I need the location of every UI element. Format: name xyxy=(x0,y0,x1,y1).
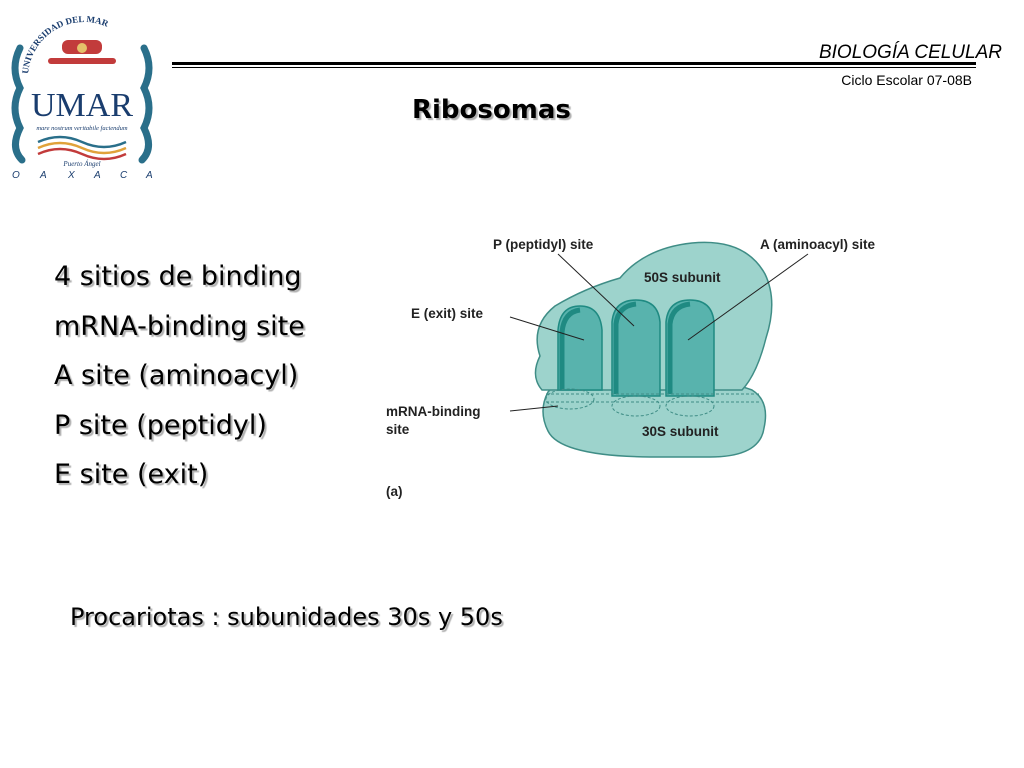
bullet-item: A site (aminoacyl) xyxy=(54,360,299,391)
label-mrna-site: site xyxy=(386,422,410,437)
ribosome-diagram: P (peptidyl) site A (aminoacyl) site 50S… xyxy=(380,226,940,516)
seal-letter: X xyxy=(67,170,75,180)
seal-letter: A xyxy=(93,170,101,180)
bullet-item: 4 sitios de binding xyxy=(54,261,302,292)
seal-place: Puerto Ángel xyxy=(62,160,100,168)
bullet-item: P site (peptidyl) xyxy=(54,409,267,441)
bullet-list: 4 sitios de binding mRNA-binding site A … xyxy=(54,252,305,500)
bullet-item: E site (exit) xyxy=(54,459,209,490)
label-mrna-binding: mRNA-binding xyxy=(386,404,480,419)
e-site-shape xyxy=(557,305,603,391)
seal-letter: O xyxy=(12,170,20,180)
university-logo: UNIVERSIDAD DEL MAR UMAR mare nostrum ve… xyxy=(4,8,160,181)
course-title: BIOLOGÍA CELULAR xyxy=(818,42,1002,63)
seal-letter: A xyxy=(145,170,153,180)
seal-motto: mare nostrum veritabile faciendum xyxy=(36,125,128,132)
label-a-site: A (aminoacyl) site xyxy=(760,237,876,252)
label-30s-subunit: 30S subunit xyxy=(642,424,719,439)
header-rule xyxy=(172,62,976,65)
slide-title: Ribosomas xyxy=(412,95,571,125)
header-rule-thin xyxy=(172,67,976,68)
bullet-item: mRNA-binding site xyxy=(54,310,305,342)
label-p-site: P (peptidyl) site xyxy=(493,237,594,252)
label-e-site: E (exit) site xyxy=(411,306,484,321)
footer-note: Procariotas : subunidades 30s y 50s xyxy=(70,603,503,631)
a-site-shape xyxy=(665,299,715,397)
seal-monogram: UMAR xyxy=(31,87,133,124)
seal-letter: C xyxy=(120,170,128,180)
seal-letter: A xyxy=(39,170,47,180)
panel-label: (a) xyxy=(386,484,403,499)
course-cycle: Ciclo Escolar 07-08B xyxy=(841,72,972,88)
university-seal-icon: UNIVERSIDAD DEL MAR UMAR mare nostrum ve… xyxy=(11,14,153,181)
p-site-shape xyxy=(611,299,661,397)
label-50s-subunit: 50S subunit xyxy=(644,270,721,285)
